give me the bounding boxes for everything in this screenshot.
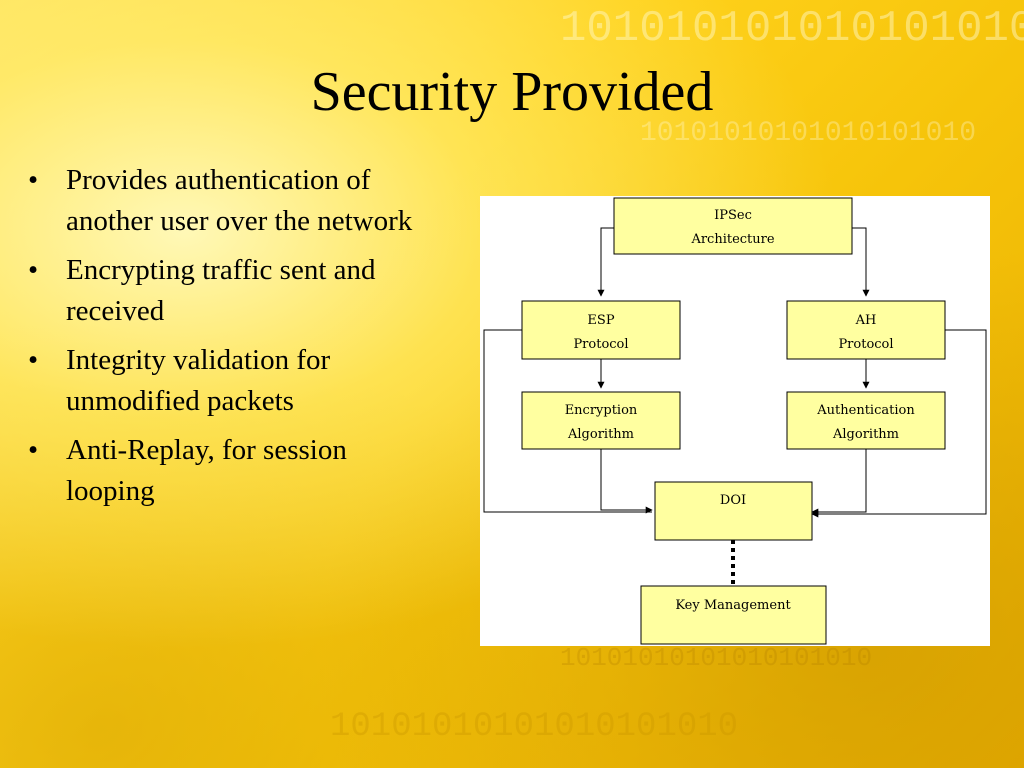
authentication-label-2: Algorithm [832, 427, 899, 442]
connector-ah-loop [811, 329, 987, 518]
connector-ipsec-esp [597, 227, 614, 297]
key-management-label: Key Management [675, 598, 791, 613]
ipsec-label-2: Architecture [690, 232, 774, 247]
bullet-text: Anti-Replay, for session looping [66, 434, 347, 507]
authentication-label-1: Authentication [816, 403, 915, 418]
bullet-item: • Integrity validation for unmodified pac… [28, 340, 438, 422]
bullet-list: • Provides authentication of another user… [28, 160, 438, 520]
ah-label-1: AH [855, 313, 877, 328]
bullet-item: • Provides authentication of another user… [28, 160, 438, 242]
esp-label-1: ESP [587, 313, 614, 328]
doi-box [654, 481, 813, 541]
bullet-item: • Encrypting traffic sent and received [28, 250, 438, 332]
authentication-algorithm-box [786, 391, 946, 450]
bullet-dot-icon: • [28, 344, 39, 376]
bullet-text: Provides authentication of another user … [66, 164, 413, 237]
binary-strip-bottom: 10101010101010101010 [330, 708, 738, 746]
bullet-text: Integrity validation for unmodified pack… [66, 344, 331, 417]
binary-strip-bottom-2: 10101010101010101010 [560, 643, 872, 673]
esp-label-2: Protocol [573, 337, 628, 352]
ipsec-diagram: IPSec Architecture ESP Protocol AH Proto… [480, 196, 990, 646]
connector-ipsec-ah [852, 227, 870, 297]
connector-esp-loop [483, 329, 652, 513]
bullet-item: • Anti-Replay, for session looping [28, 430, 438, 512]
connector-encryption-doi [600, 449, 653, 514]
encryption-algorithm-box [521, 391, 681, 450]
binary-strip-top: 10101010101010101010 [560, 4, 1024, 54]
bullet-dot-icon: • [28, 254, 39, 286]
ipsec-architecture-box [613, 197, 853, 255]
bullet-dot-icon: • [28, 164, 39, 196]
slide-title: Security Provided [310, 61, 714, 123]
connector-authentication-doi [811, 449, 867, 516]
bullet-dot-icon: • [28, 434, 39, 466]
ipsec-label-1: IPSec [714, 208, 752, 223]
doi-label: DOI [720, 493, 746, 508]
ah-protocol-box [786, 300, 946, 360]
bullet-text: Encrypting traffic sent and received [66, 254, 376, 327]
encryption-label-1: Encryption [565, 403, 638, 418]
key-management-box [640, 585, 827, 645]
ah-label-2: Protocol [838, 337, 893, 352]
encryption-label-2: Algorithm [567, 427, 634, 442]
esp-protocol-box [521, 300, 681, 360]
